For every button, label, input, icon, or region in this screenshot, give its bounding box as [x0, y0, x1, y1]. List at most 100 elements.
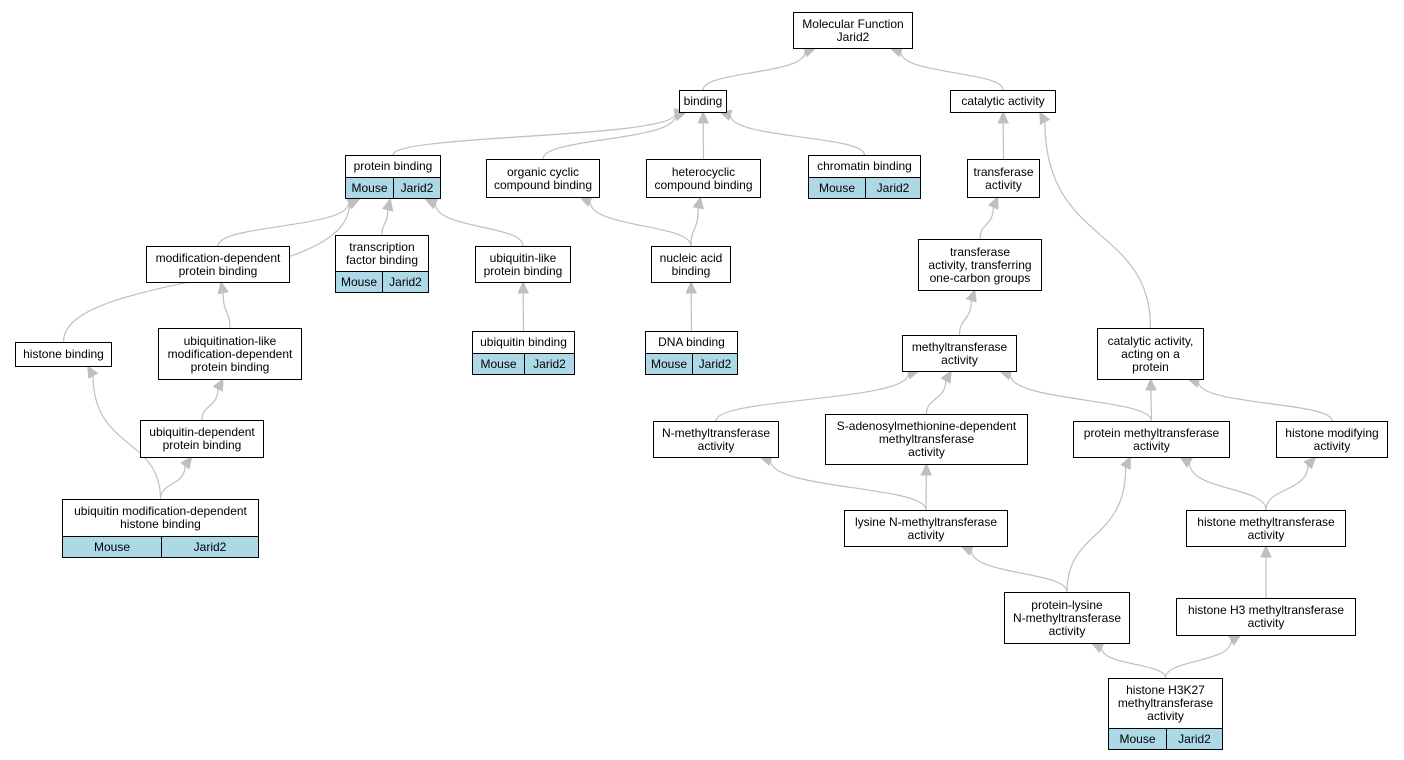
edge-prot-mt-to-methyltransferase — [1009, 374, 1153, 422]
edge-arrowhead — [997, 110, 1009, 124]
go-term-node-n-mt: N-methyltransferase activity — [653, 421, 779, 458]
go-term-node-histone-binding: histone binding — [15, 342, 112, 367]
edge-nucleic-to-organic-cyclic — [589, 201, 692, 247]
annotation-gene-cell: Jarid2 — [382, 271, 429, 293]
go-term-label: transcription factor binding — [335, 235, 429, 272]
go-term-label: protein methyltransferase activity — [1073, 421, 1230, 458]
edge-arrowhead — [1260, 544, 1272, 558]
go-term-node-nucleic: nucleic acid binding — [651, 246, 731, 283]
go-term-node-ub-mod-hist: ubiquitin modification-dependent histone… — [62, 499, 259, 558]
go-term-label: ubiquitination-like modification-depende… — [158, 328, 302, 380]
go-term-label: catalytic activity, acting on a protein — [1097, 328, 1204, 380]
edge-binding-to-root — [702, 51, 806, 91]
go-term-node-h3-mt: histone H3 methyltransferase activity — [1176, 598, 1356, 636]
edge-arrowhead — [697, 110, 709, 124]
go-term-label: lysine N-methyltransferase activity — [844, 510, 1008, 547]
go-term-node-ub-dep: ubiquitin-dependent protein binding — [140, 420, 264, 458]
edge-arrowhead — [1039, 110, 1051, 125]
edge-prot-lys-mt-to-prot-mt — [1066, 466, 1127, 593]
go-term-label: organic cyclic compound binding — [486, 159, 600, 198]
edge-ubl-binding-to-protein-binding — [434, 203, 524, 247]
annotation-organism-cell: Mouse — [1108, 728, 1167, 750]
edge-arrowhead — [987, 195, 999, 210]
go-term-label: methyltransferase activity — [902, 335, 1017, 372]
edge-arrowhead — [685, 280, 697, 294]
edge-mod-dep-to-protein-binding — [217, 202, 350, 247]
go-term-node-binding: binding — [679, 90, 727, 113]
edge-h3k27-mt-to-prot-lys-mt — [1100, 647, 1167, 679]
edge-prot-mt-to-cat-protein — [1150, 389, 1153, 422]
annotation-organism-cell: Mouse — [472, 353, 525, 375]
annotation-gene-cell: Jarid2 — [161, 536, 259, 558]
go-term-label: transferase activity, transferring one-c… — [918, 239, 1042, 291]
go-term-node-hist-mt: histone methyltransferase activity — [1186, 510, 1346, 547]
go-term-label: binding — [679, 90, 727, 113]
annotation-organism-cell: Mouse — [645, 353, 693, 375]
edge-n-mt-to-methyltransferase — [715, 373, 910, 422]
annotation-gene-cell: Jarid2 — [1166, 728, 1223, 750]
go-term-node-catalytic: catalytic activity — [950, 90, 1056, 113]
go-term-node-transferase-1c: transferase activity, transferring one-c… — [918, 239, 1042, 291]
go-term-label: transferase activity — [967, 159, 1040, 198]
go-term-label: histone H3 methyltransferase activity — [1176, 598, 1356, 636]
edge-lys-n-mt-to-n-mt — [769, 460, 927, 511]
edge-ub-mod-hist-to-histone-binding — [92, 375, 162, 500]
go-term-node-prot-mt: protein methyltransferase activity — [1073, 421, 1230, 458]
edge-ub-dep-to-ubl-mod-dep — [201, 388, 219, 421]
go-term-label: protein-lysine N-methyltransferase activ… — [1004, 592, 1130, 644]
edge-prot-lys-mt-to-lys-n-mt — [970, 550, 1068, 593]
edge-protein-binding-to-binding — [392, 113, 676, 156]
go-term-node-cat-protein: catalytic activity, acting on a protein — [1097, 328, 1204, 380]
edge-arrowhead — [346, 198, 361, 210]
go-term-label: heterocyclic compound binding — [646, 159, 761, 198]
go-term-label: N-methyltransferase activity — [653, 421, 779, 458]
go-term-label: S-adenosylmethionine-dependent methyltra… — [825, 414, 1028, 465]
go-term-node-transferase: transferase activity — [967, 159, 1040, 198]
go-term-label: protein binding — [345, 155, 441, 178]
annotation-gene-cell: Jarid2 — [393, 177, 441, 199]
go-term-node-heterocyclic: heterocyclic compound binding — [646, 159, 761, 198]
edge-transferase-1c-to-transferase — [979, 207, 994, 240]
annotation-gene-cell: Jarid2 — [865, 177, 921, 199]
go-term-node-h3k27-mt: histone H3K27 methyltransferase activity… — [1108, 678, 1223, 750]
edge-arrowhead — [87, 364, 99, 379]
edge-h3k27-mt-to-h3-mt — [1164, 640, 1232, 679]
go-term-label: chromatin binding — [808, 155, 921, 178]
edge-ub-mod-hist-to-ub-dep — [159, 465, 186, 500]
edge-arrowhead — [692, 195, 704, 210]
go-term-label: histone modifying activity — [1276, 421, 1388, 458]
edge-hist-mt-to-hist-mod — [1265, 465, 1309, 511]
go-term-label: ubiquitin binding — [472, 331, 575, 354]
go-term-node-ubl-binding: ubiquitin-like protein binding — [475, 246, 571, 283]
go-term-node-mod-dep: modification-dependent protein binding — [146, 246, 290, 283]
edge-chromatin-to-binding — [729, 114, 866, 156]
go-term-node-methyltransferase: methyltransferase activity — [902, 335, 1017, 372]
go-term-label: ubiquitin modification-dependent histone… — [62, 499, 259, 537]
annotation-organism-cell: Mouse — [335, 271, 383, 293]
edge-arrowhead — [1120, 455, 1131, 470]
go-term-label: Molecular Function Jarid2 — [793, 12, 913, 49]
edge-arrowhead — [217, 280, 229, 295]
go-term-node-ubl-mod-dep: ubiquitination-like modification-depende… — [158, 328, 302, 380]
annotation-organism-cell: Mouse — [62, 536, 162, 558]
go-term-node-root: Molecular Function Jarid2 — [793, 12, 913, 49]
go-term-label: histone H3K27 methyltransferase activity — [1108, 678, 1223, 729]
edge-nucleic-to-heterocyclic — [690, 207, 699, 247]
edge-arrowhead — [1303, 456, 1317, 470]
go-term-node-prot-lys-mt: protein-lysine N-methyltransferase activ… — [1004, 592, 1130, 644]
edge-arrowhead — [940, 369, 952, 384]
go-term-node-organic-cyclic: organic cyclic compound binding — [486, 159, 600, 198]
edge-arrowhead — [920, 462, 933, 476]
edge-catalytic-to-root — [900, 51, 1004, 91]
edge-ubl-mod-dep-to-mod-dep — [222, 292, 231, 329]
go-term-label: ubiquitin-dependent protein binding — [140, 420, 264, 458]
annotation-organism-cell: Mouse — [808, 177, 866, 199]
go-term-node-lys-n-mt: lysine N-methyltransferase activity — [844, 510, 1008, 547]
edge-organic-cyclic-to-binding — [542, 115, 677, 160]
go-term-label: DNA binding — [645, 331, 738, 354]
